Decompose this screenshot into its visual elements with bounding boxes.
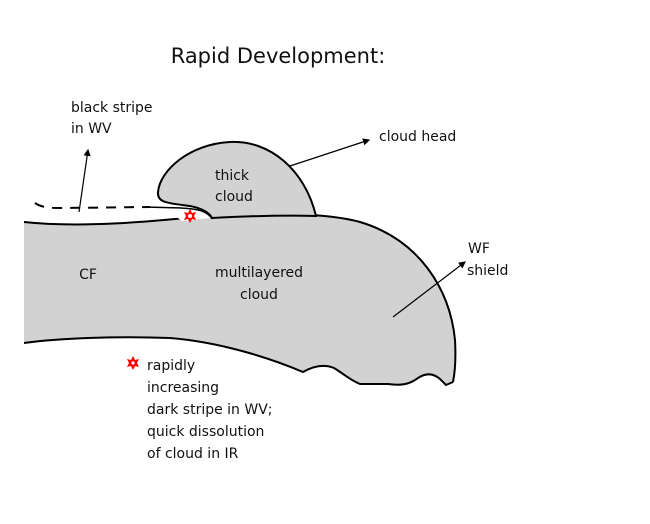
black-stripe-label-line2: in WV — [71, 121, 112, 137]
wf-shield-label-line2: shield — [467, 263, 508, 279]
black-stripe-dashed-line — [34, 202, 151, 210]
black-stripe-label-line1: black stripe — [71, 100, 153, 116]
multilayered-label-line2: cloud — [240, 287, 278, 303]
thick-cloud-label-line2: cloud — [215, 189, 253, 205]
legend-line-3: dark stripe in WV; — [147, 402, 273, 418]
legend-line-1: rapidly — [147, 358, 195, 374]
cf-label: CF — [79, 267, 97, 283]
red-star-icon — [184, 209, 196, 223]
diagram-title: Rapid Development: — [171, 44, 386, 68]
cloud-head-pointer — [289, 138, 371, 167]
legend-line-4: quick dissolution — [147, 424, 264, 440]
multilayered-label-line1: multilayered — [215, 265, 303, 281]
legend-line-2: increasing — [147, 380, 219, 396]
cloud-band — [24, 213, 456, 385]
cloud-head-shape — [156, 140, 318, 220]
black-stripe-pointer — [78, 148, 91, 213]
wf-shield-pointer — [392, 261, 466, 318]
legend-red-star-icon — [127, 356, 139, 370]
cloud-head-label: cloud head — [379, 129, 456, 145]
cloud-band-bottom-edge — [23, 336, 454, 387]
thick-cloud-label-line1: thick — [215, 168, 250, 184]
wf-shield-label-line1: WF — [468, 241, 490, 257]
legend: rapidly increasing dark stripe in WV; qu… — [127, 356, 273, 462]
legend-line-5: of cloud in IR — [147, 446, 239, 462]
cloud-band-top-edge — [23, 212, 457, 383]
